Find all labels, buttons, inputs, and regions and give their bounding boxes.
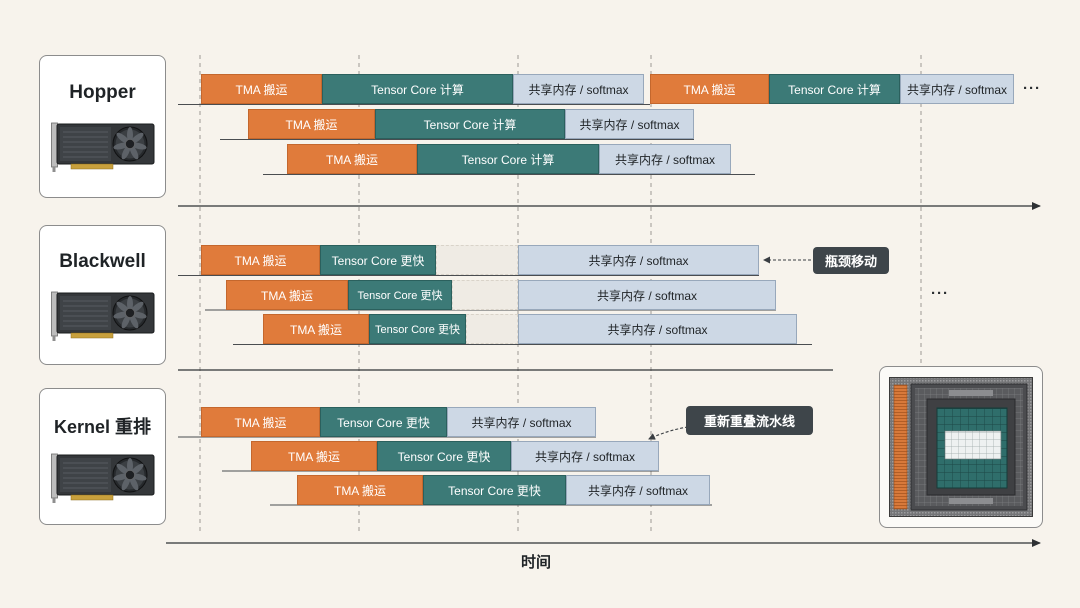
hopper-row-1-tma-segment-2: TMA 搬运 [650,74,769,104]
gpu-card-icon [51,291,155,341]
hopper-card: Hopper [39,55,166,198]
time-axis-label: 时间 [520,554,551,571]
blackwell-row-2-tensor-core-segment: Tensor Core 更快 [348,280,452,310]
hopper-row-3-tma-segment: TMA 搬运 [287,144,417,174]
reoverlap-pipeline-callout: 重新重叠流水线 [686,406,813,435]
kernel-reorder-title: Kernel 重排 [53,417,152,437]
blackwell-row-1-softmax-segment: 共享内存 / softmax [518,245,759,275]
kernel-row-2-tensor-core-segment: Tensor Core 更快 [377,441,511,471]
blackwell-row-2-softmax-segment: 共享内存 / softmax [518,280,776,310]
kernel-row-3-softmax-segment: 共享内存 / softmax [566,475,710,505]
kernel-reorder-card: Kernel 重排 [39,388,166,525]
hopper-row-2-softmax-segment: 共享内存 / softmax [565,109,694,139]
kernel-row-1-tensor-core-segment: Tensor Core 更快 [320,407,447,437]
hopper-continuation-ellipsis: ··· [1023,80,1041,97]
hopper-row-1-softmax-segment-2: 共享内存 / softmax [900,74,1014,104]
blackwell-row-3-tma-segment: TMA 搬运 [263,314,369,344]
hopper-row-3-tensor-core-segment: Tensor Core 计算 [417,144,599,174]
hopper-row-1-tensor-core-segment-2: Tensor Core 计算 [769,74,900,104]
blackwell-card: Blackwell [39,225,166,365]
gpu-card-icon [51,122,155,172]
blackwell-row-2-tma-segment: TMA 搬运 [226,280,348,310]
blackwell-row-3-idle-gap [466,314,518,344]
hopper-row-2-tma-segment: TMA 搬运 [248,109,375,139]
hopper-row-1-tma-segment: TMA 搬运 [201,74,322,104]
gpu-card-icon [51,453,155,503]
blackwell-row-1-tma-segment: TMA 搬运 [201,245,320,275]
kernel-row-3-tma-segment: TMA 搬运 [297,475,423,505]
blackwell-row-2-idle-gap [452,280,518,310]
kernel-row-2-tma-segment: TMA 搬运 [251,441,377,471]
chip-die-icon [889,377,1033,517]
blackwell-row-3-softmax-segment: 共享内存 / softmax [518,314,797,344]
blackwell-title: Blackwell [59,251,146,272]
blackwell-row-1-idle-gap [436,245,518,275]
hopper-row-2-tensor-core-segment: Tensor Core 计算 [375,109,565,139]
hopper-title: Hopper [69,82,136,103]
hopper-row-3-softmax-segment: 共享内存 / softmax [599,144,731,174]
bottleneck-shift-callout: 瓶颈移动 [813,247,889,274]
blackwell-continuation-ellipsis: ··· [931,285,949,302]
blackwell-row-1-tensor-core-segment: Tensor Core 更快 [320,245,436,275]
kernel-row-2-softmax-segment: 共享内存 / softmax [511,441,659,471]
kernel-row-1-softmax-segment: 共享内存 / softmax [447,407,596,437]
kernel-row-3-tensor-core-segment: Tensor Core 更快 [423,475,566,505]
blackwell-row-3-tensor-core-segment: Tensor Core 更快 [369,314,466,344]
reoverlap-callout-arrow [648,426,689,440]
kernel-row-1-tma-segment: TMA 搬运 [201,407,320,437]
chip-card [879,366,1043,528]
hopper-row-1-tensor-core-segment: Tensor Core 计算 [322,74,513,104]
hopper-row-1-softmax-segment: 共享内存 / softmax [513,74,644,104]
